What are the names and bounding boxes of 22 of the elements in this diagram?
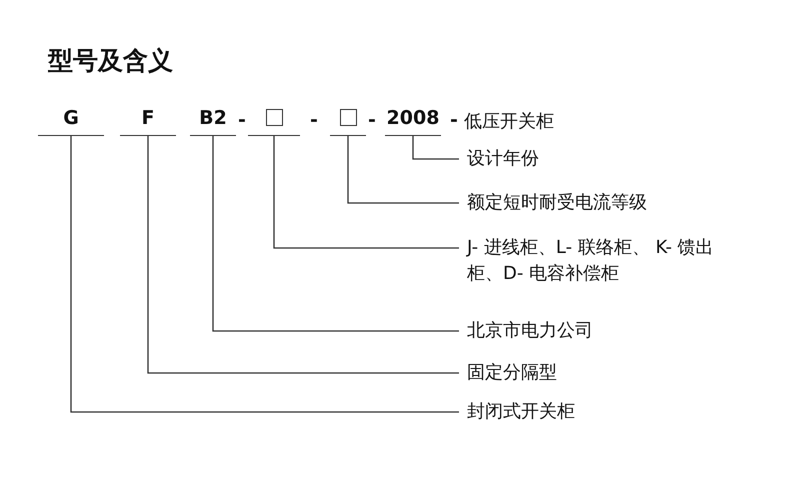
description-text: 北京市电力公司 xyxy=(467,318,767,344)
description-text: J- 进线柜、L- 联络柜、 K- 馈出柜、D- 电容补偿柜 xyxy=(467,235,747,287)
code-segment: G xyxy=(38,106,104,136)
code-segment: 2008 xyxy=(385,106,441,136)
leader-line xyxy=(347,136,459,204)
description-text: 封闭式开关柜 xyxy=(467,399,767,425)
leader-line xyxy=(147,136,459,374)
separator-dash: - xyxy=(310,109,318,131)
suffix-text: 低压开关柜 xyxy=(464,110,554,133)
description-text: 固定分隔型 xyxy=(467,360,767,386)
description-text: 额定短时耐受电流等级 xyxy=(467,190,767,216)
leader-line xyxy=(212,136,459,332)
separator-dash: - xyxy=(238,109,246,131)
separator-dash: - xyxy=(368,109,376,131)
leader-line xyxy=(273,136,459,249)
title: 型号及含义 xyxy=(48,45,173,77)
code-segment: B2 xyxy=(190,106,236,136)
leader-line xyxy=(412,136,459,160)
code-segment: F xyxy=(120,106,176,136)
separator-dash: - xyxy=(450,109,458,131)
description-text: 设计年份 xyxy=(467,146,767,172)
leader-line xyxy=(70,136,459,413)
